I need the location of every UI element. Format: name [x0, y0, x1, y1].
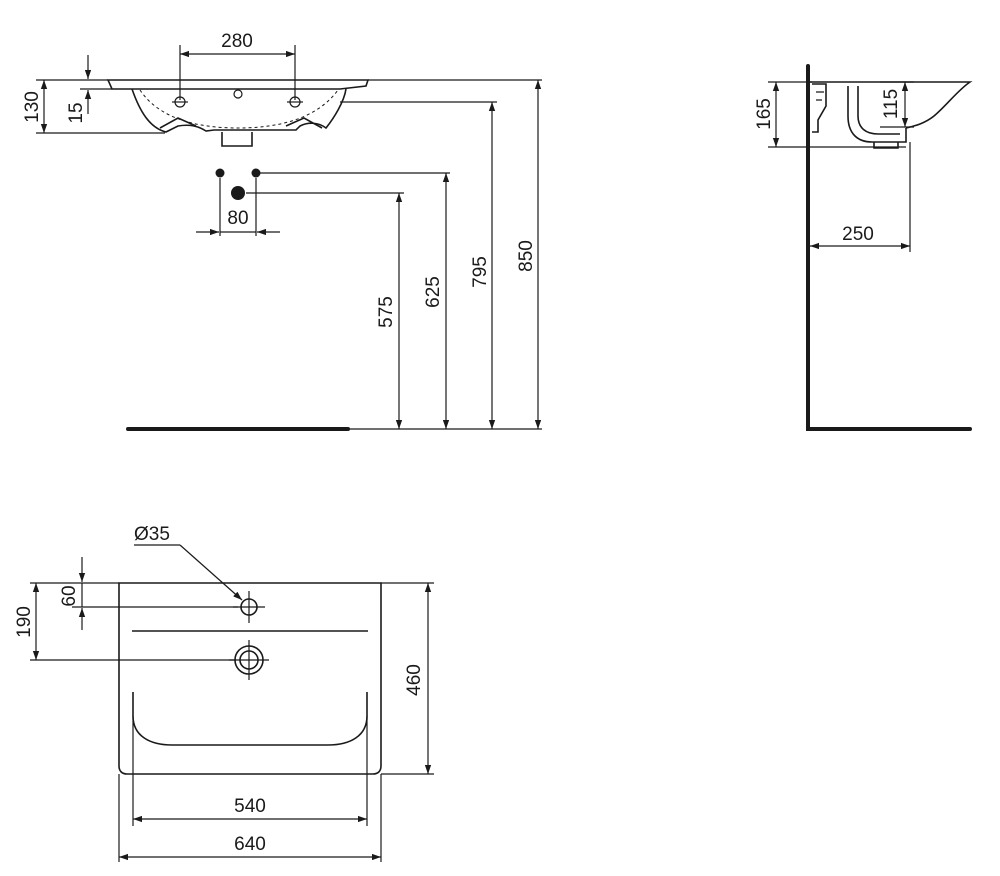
side-view: 165 115 250 — [754, 64, 973, 431]
supply-right-point — [251, 168, 261, 178]
side-wall-bracket — [812, 83, 827, 133]
front-left-foot — [159, 117, 197, 129]
front-right-foot — [285, 117, 323, 129]
top-bowl-outline — [132, 692, 368, 746]
dim-60-label: 60 — [59, 585, 80, 606]
front-waste-outlet — [221, 132, 253, 147]
dim-250-label: 250 — [842, 224, 874, 245]
dim-115-label: 115 — [881, 89, 902, 119]
front-view: 280 130 15 80 575 625 795 850 — [22, 31, 542, 431]
dim-80-label: 80 — [227, 208, 248, 229]
side-wall-floor — [806, 64, 972, 431]
side-basin-outer — [847, 86, 907, 143]
dim-625-label: 625 — [423, 276, 444, 308]
dim-165-label: 165 — [754, 98, 775, 130]
dim-130-label: 130 — [22, 91, 43, 123]
dim-540-label: 540 — [234, 796, 266, 817]
dim-diameter-leader — [179, 544, 243, 601]
dim-795-label: 795 — [470, 256, 491, 288]
side-waste-outlet — [873, 142, 899, 149]
dim-280-label: 280 — [221, 31, 253, 52]
top-waste-hole — [229, 640, 269, 680]
dim-640-label: 640 — [234, 834, 266, 855]
dim-460-label: 460 — [404, 664, 425, 696]
side-basin-top — [810, 81, 973, 129]
front-basin-rim — [106, 79, 370, 90]
dim-190-label: 190 — [14, 606, 35, 638]
top-basin-outline — [118, 582, 382, 775]
supply-left-point — [215, 168, 225, 178]
dim-850-label: 850 — [516, 240, 537, 272]
front-bowl-hidden-line — [139, 89, 339, 129]
dim-diameter-label: Ø35 — [134, 524, 170, 545]
waste-point — [231, 186, 245, 200]
front-overflow-hole — [233, 89, 243, 99]
side-bracket-detail — [816, 91, 824, 101]
dim-15-label: 15 — [66, 102, 87, 123]
top-view: Ø35 190 60 460 540 640 — [14, 524, 434, 862]
top-tap-hole — [233, 591, 265, 623]
side-basin-inner — [857, 86, 900, 135]
front-basin-bowl — [131, 88, 347, 133]
dim-575-label: 575 — [376, 296, 397, 328]
